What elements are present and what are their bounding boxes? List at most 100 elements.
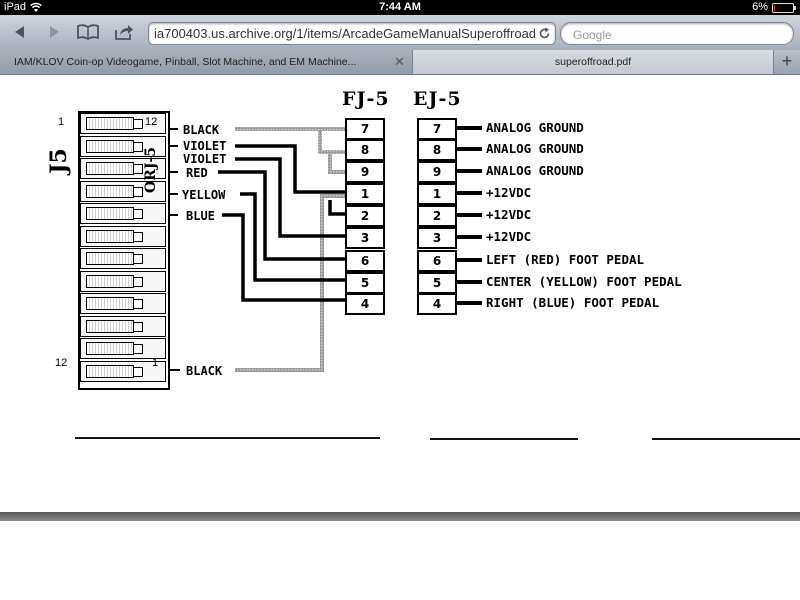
back-button[interactable] xyxy=(6,21,34,43)
search-bar[interactable] xyxy=(560,22,794,45)
slot-contact xyxy=(86,117,134,130)
slot-contact xyxy=(86,274,134,288)
tab-superoffroad-pdf[interactable]: superoffroad.pdf xyxy=(413,50,773,74)
pin-description: CENTER (YELLOW) FOOT PEDAL xyxy=(486,274,682,289)
forward-button[interactable] xyxy=(40,21,68,43)
back-arrow-icon xyxy=(15,26,24,38)
ej5-heading: EJ-5 xyxy=(413,88,462,110)
slot-latch xyxy=(133,321,143,332)
ej5-pin: 6 xyxy=(417,250,457,272)
pin-description: ANALOG GROUND xyxy=(486,120,584,135)
slot-latch xyxy=(133,209,143,219)
clock: 7:44 AM xyxy=(379,1,421,13)
fj5-pin: 9 xyxy=(345,161,385,183)
address-bar[interactable]: ia700403.us.archive.org/1/items/ArcadeGa… xyxy=(148,22,556,45)
fj5-pin: 1 xyxy=(345,183,385,205)
connector-slot xyxy=(80,270,166,292)
slot-contact xyxy=(86,184,134,198)
ej5-pin: 3 xyxy=(417,227,457,249)
plus-icon: + xyxy=(781,51,793,71)
slot-latch xyxy=(133,164,143,174)
pin-label-bottom-left: 12 xyxy=(55,357,68,369)
ej5-pin: 4 xyxy=(417,293,457,315)
slot-contact xyxy=(86,319,134,333)
pin-description: ANALOG GROUND xyxy=(486,141,584,156)
slot-latch xyxy=(133,231,143,242)
device-name: iPad xyxy=(4,1,27,13)
fj5-pin: 4 xyxy=(345,293,385,315)
wire-label: VIOLET xyxy=(183,139,227,153)
page-rule xyxy=(430,438,578,440)
connector-slot xyxy=(80,293,166,314)
ej5-pin: 8 xyxy=(417,139,457,161)
pin-description: +12VDC xyxy=(486,185,532,200)
wire-label: BLACK xyxy=(183,123,220,137)
connector-slot xyxy=(80,360,166,382)
fj5-pin: 8 xyxy=(345,139,385,161)
wire-label: YELLOW xyxy=(182,188,226,202)
slot-latch xyxy=(133,186,143,197)
share-icon xyxy=(115,25,133,40)
slot-latch xyxy=(133,366,143,377)
wire-label: BLUE xyxy=(186,209,215,223)
page-edge-shadow xyxy=(0,512,800,521)
ej5-pin: 9 xyxy=(417,161,457,183)
connector-slot xyxy=(80,180,166,202)
battery-icon xyxy=(772,3,796,13)
pin-label-bottom-right: 1 xyxy=(152,357,159,369)
slot-contact xyxy=(86,229,134,243)
bookmarks-button[interactable] xyxy=(74,21,102,43)
connector-slot xyxy=(80,248,166,269)
wire-label: VIOLET xyxy=(183,152,227,166)
battery-percent: 6% xyxy=(752,1,768,13)
forward-arrow-icon xyxy=(50,26,59,38)
search-input[interactable] xyxy=(571,25,785,44)
pin-description: RIGHT (BLUE) FOOT PEDAL xyxy=(486,295,660,310)
wifi-icon xyxy=(30,2,42,12)
pin-description: LEFT (RED) FOOT PEDAL xyxy=(486,252,645,267)
slot-contact xyxy=(86,342,134,355)
wire-label: BLACK xyxy=(186,364,223,378)
connector-slot xyxy=(80,203,166,224)
viewer-background xyxy=(0,521,800,600)
new-tab-button[interactable]: + xyxy=(773,50,800,74)
slot-contact xyxy=(86,139,134,153)
slot-latch xyxy=(133,299,143,309)
pin-label-top-right: 12 xyxy=(145,116,158,128)
orj5-label: ORJ-5 xyxy=(143,146,160,194)
connector-slot xyxy=(80,315,166,337)
slot-contact xyxy=(86,364,134,378)
browser-toolbar: ia700403.us.archive.org/1/items/ArcadeGa… xyxy=(0,15,800,51)
slot-latch xyxy=(133,254,143,264)
share-button[interactable] xyxy=(110,21,138,43)
ej5-pin: 2 xyxy=(417,205,457,227)
pin-label-top-left: 1 xyxy=(58,116,65,128)
slot-latch xyxy=(133,344,143,354)
fj5-pin: 5 xyxy=(345,272,385,294)
connector-slot xyxy=(80,225,166,247)
tab-klov[interactable]: IAM/KLOV Coin-op Videogame, Pinball, Slo… xyxy=(0,50,413,74)
reload-icon[interactable] xyxy=(538,27,551,40)
pin-description: +12VDC xyxy=(486,207,532,222)
connector-slot xyxy=(80,158,166,179)
ej5-pin: 7 xyxy=(417,118,457,140)
fj5-pin: 2 xyxy=(345,205,385,227)
book-icon xyxy=(77,24,99,40)
status-bar: iPad 7:44 AM 6% xyxy=(0,0,800,15)
ej5-pin: 1 xyxy=(417,183,457,205)
close-tab-icon[interactable]: ✕ xyxy=(394,54,405,69)
slot-contact xyxy=(86,162,134,175)
tab-label: superoffroad.pdf xyxy=(554,56,632,68)
page-rule xyxy=(75,437,380,439)
battery-level xyxy=(774,5,775,11)
ej5-pin: 5 xyxy=(417,272,457,294)
fj5-pin: 6 xyxy=(345,250,385,272)
slot-contact xyxy=(86,252,134,265)
wire-label: RED xyxy=(186,166,208,180)
j5-label: J5 xyxy=(45,148,72,174)
url-text: ia700403.us.archive.org/1/items/ArcadeGa… xyxy=(154,26,535,41)
pin-description: +12VDC xyxy=(486,229,532,244)
slot-latch xyxy=(133,276,143,287)
slot-latch xyxy=(133,119,143,129)
slot-latch xyxy=(133,141,143,152)
